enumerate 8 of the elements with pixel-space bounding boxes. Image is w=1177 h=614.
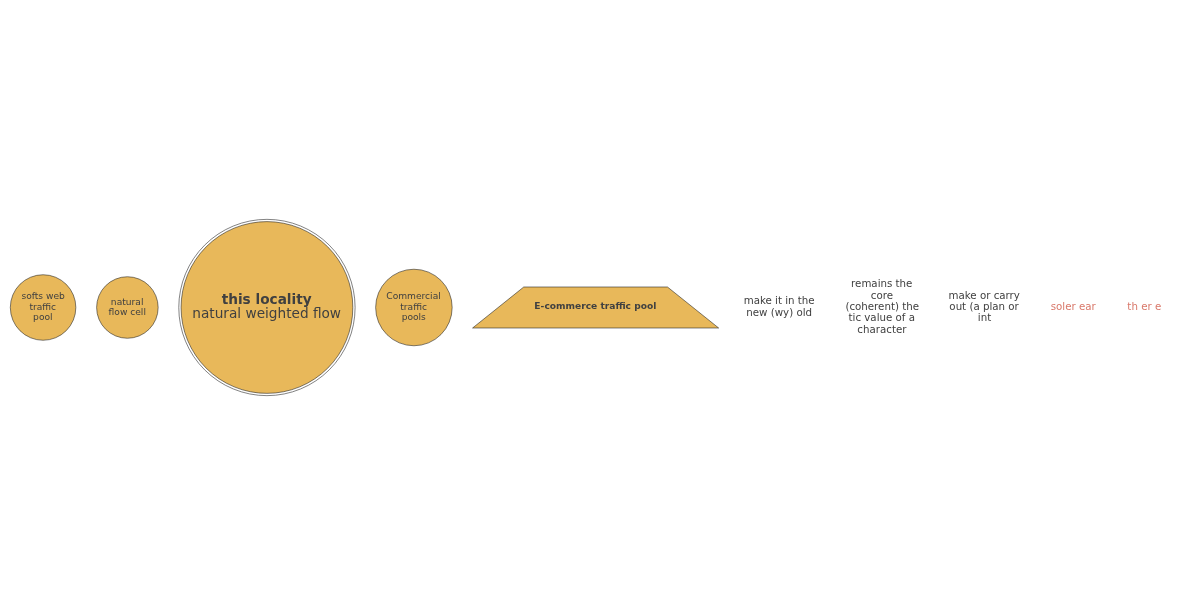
label: make or carry out (a plan or int <box>948 288 1020 323</box>
node-circle: Commercial traffic pools <box>375 268 453 346</box>
label: th er e <box>1127 299 1162 312</box>
label: soler ear <box>1050 299 1096 312</box>
label: remains the core (coherent) the tic value of a character <box>845 276 920 335</box>
node-circle: natural flow cell <box>96 275 159 339</box>
node-circle: softs web traffic pool <box>10 273 77 341</box>
label: make it in the new (wy) old <box>743 293 815 318</box>
